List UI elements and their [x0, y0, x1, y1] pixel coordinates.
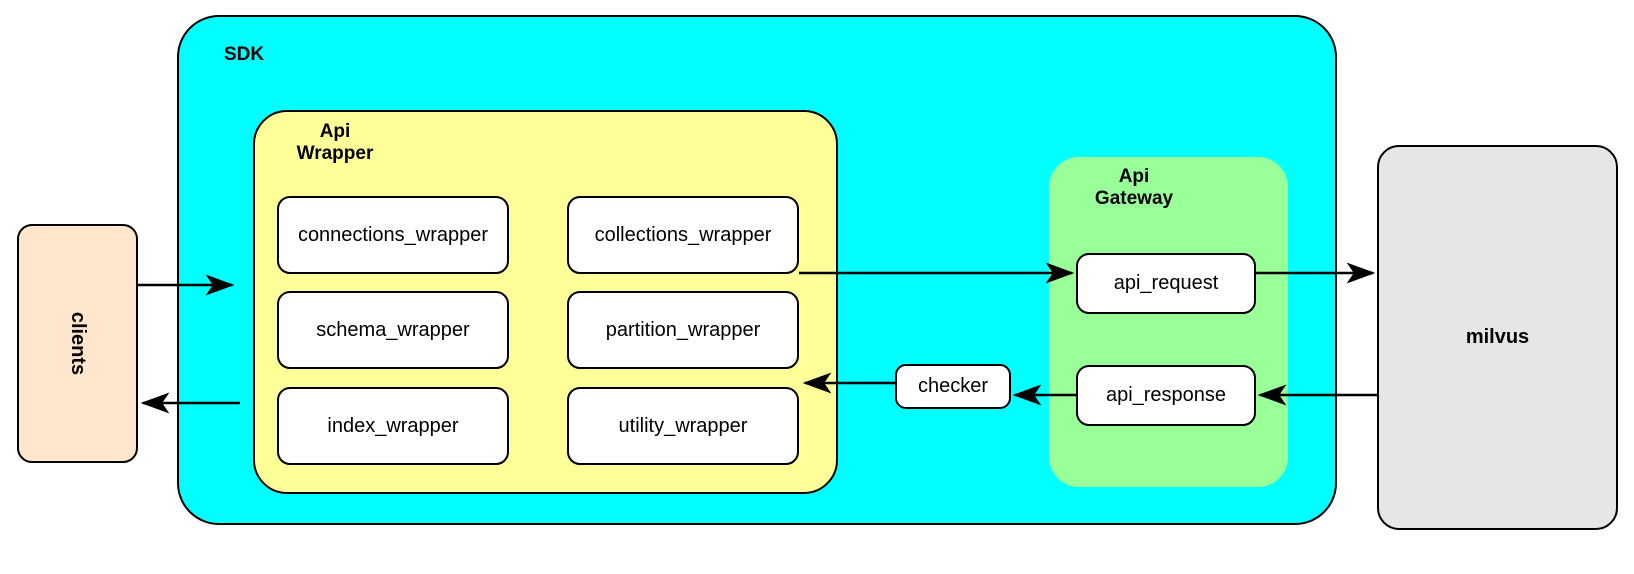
node-api-request[interactable]: api_request — [1076, 253, 1256, 314]
node-api-response[interactable]: api_response — [1076, 365, 1256, 426]
node-milvus[interactable]: milvus — [1377, 145, 1618, 530]
api-gateway-title: Api Gateway — [1094, 166, 1174, 210]
sdk-title: SDK — [224, 44, 265, 65]
node-clients[interactable]: clients — [17, 224, 138, 463]
api-wrapper-title: Api Wrapper — [296, 121, 374, 165]
node-schema-wrapper[interactable]: schema_wrapper — [277, 291, 509, 369]
api-gateway-container[interactable]: Api Gateway — [1049, 157, 1288, 487]
node-partition-wrapper[interactable]: partition_wrapper — [567, 291, 799, 369]
node-collections-wrapper[interactable]: collections_wrapper — [567, 196, 799, 274]
node-connections-wrapper[interactable]: connections_wrapper — [277, 196, 509, 274]
node-checker[interactable]: checker — [895, 364, 1011, 409]
node-utility-wrapper[interactable]: utility_wrapper — [567, 387, 799, 465]
node-index-wrapper[interactable]: index_wrapper — [277, 387, 509, 465]
clients-label: clients — [66, 311, 89, 376]
